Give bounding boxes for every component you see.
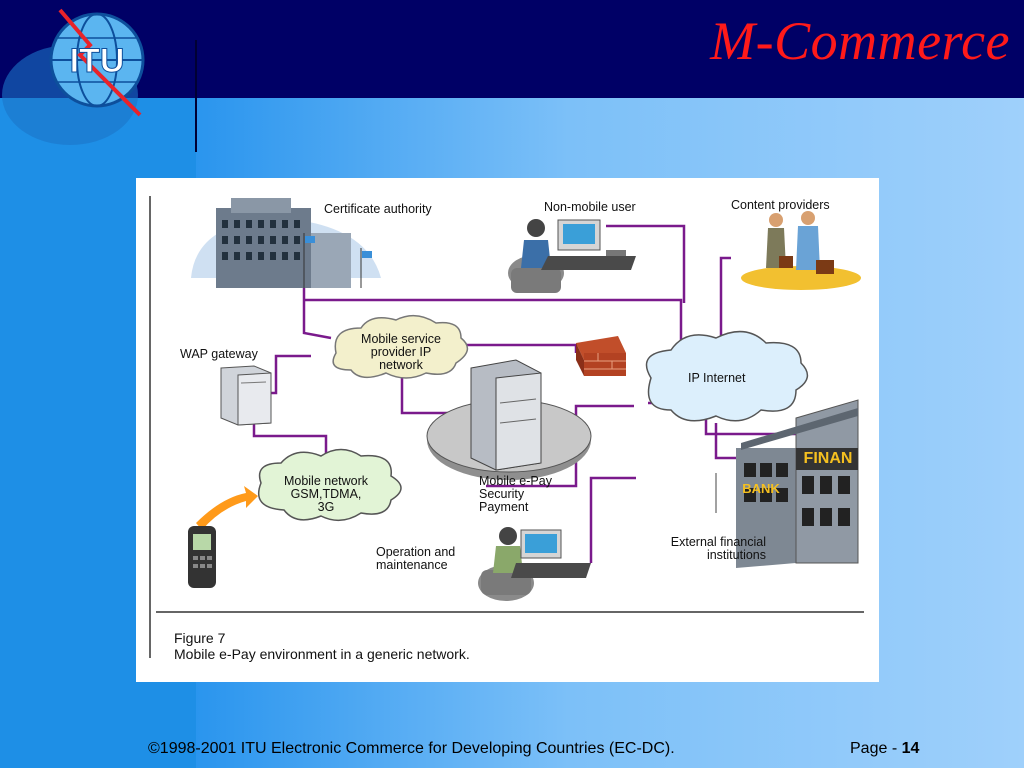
wap-gateway-server bbox=[220, 365, 272, 426]
label-mobile-network-line2: GSM,TDMA, bbox=[290, 487, 362, 501]
label-mobile-sp-line2: provider IP bbox=[370, 345, 432, 359]
slide-title: M-Commerce bbox=[710, 11, 1010, 71]
label-mobile-sp-line3: network bbox=[379, 358, 423, 372]
content-providers-people bbox=[741, 211, 861, 290]
label-epay-line2: Security bbox=[479, 487, 525, 501]
label-non-mobile-user: Non-mobile user bbox=[544, 200, 636, 214]
label-mobile-sp: Mobile service provider IP network bbox=[349, 333, 453, 372]
footer-copyright: ©1998-2001 ITU Electronic Commerce for D… bbox=[148, 740, 675, 757]
itu-logo: ITU bbox=[2, 8, 145, 145]
label-epay-line1: Mobile e-Pay bbox=[479, 474, 552, 488]
certificate-authority-building bbox=[191, 198, 381, 288]
label-epay-line3: Payment bbox=[479, 500, 529, 514]
mobile-phone-icon bbox=[188, 486, 258, 588]
page-indicator: Page - 14 bbox=[850, 740, 919, 758]
non-mobile-user-workstation bbox=[508, 219, 636, 293]
label-mobile-network: Mobile network GSM,TDMA, 3G bbox=[271, 475, 381, 514]
label-operation-line1: Operation and bbox=[376, 545, 456, 559]
label-operation-line2: maintenance bbox=[376, 558, 448, 572]
ip-internet-cloud bbox=[645, 330, 809, 422]
operation-maintenance-workstation bbox=[478, 527, 591, 601]
label-mobile-network-line1: Mobile network bbox=[283, 474, 369, 488]
label-content-providers: Content providers bbox=[731, 198, 830, 212]
finan-sign: FINAN bbox=[804, 450, 853, 467]
label-mobile-sp-line1: Mobile service bbox=[361, 332, 441, 346]
divider-line bbox=[195, 40, 197, 152]
epay-server bbox=[426, 359, 592, 480]
mobile-network-cloud bbox=[257, 448, 402, 522]
label-wap-gateway: WAP gateway bbox=[180, 347, 258, 361]
label-external-line1: External financial bbox=[670, 535, 766, 549]
label-external-financial: External financial institutions bbox=[651, 536, 766, 562]
figure-caption: Mobile e-Pay environment in a generic ne… bbox=[174, 646, 470, 662]
label-epay: Mobile e-Pay Security Payment bbox=[479, 475, 552, 514]
label-certificate-authority: Certificate authority bbox=[324, 202, 432, 216]
label-ip-internet: IP Internet bbox=[688, 371, 746, 385]
mobile-service-provider-cloud bbox=[332, 314, 469, 379]
figure-panel: FINAN BANK Certificate authority Non-mob… bbox=[136, 178, 879, 682]
label-operation: Operation and maintenance bbox=[376, 546, 455, 572]
label-external-line2: institutions bbox=[706, 548, 766, 562]
firewall-icon bbox=[576, 336, 626, 376]
title-bar bbox=[0, 0, 1024, 98]
bank-building: FINAN BANK bbox=[715, 399, 859, 568]
page-label: Page - bbox=[850, 740, 898, 757]
network-diagram: FINAN BANK bbox=[149, 196, 864, 658]
bank-sign: BANK bbox=[742, 481, 780, 496]
logo-text: ITU bbox=[70, 42, 125, 80]
figure-number: Figure 7 bbox=[174, 630, 226, 646]
page-number: 14 bbox=[901, 740, 920, 757]
label-mobile-network-line3: 3G bbox=[317, 500, 335, 514]
